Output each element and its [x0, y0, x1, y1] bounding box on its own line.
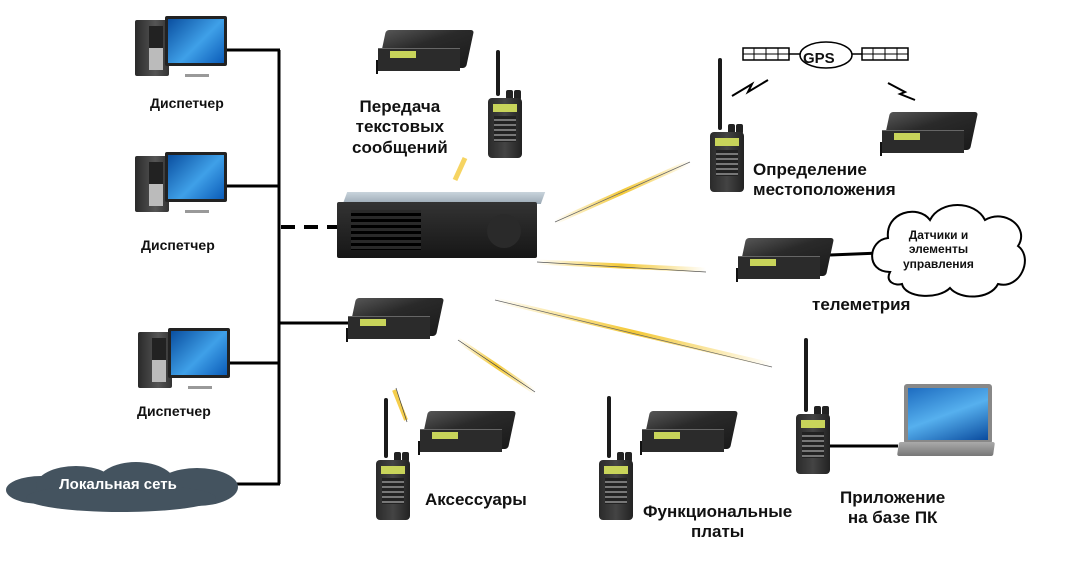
- radio-beam-location: [553, 159, 692, 225]
- radio-beam-pc-app: [494, 297, 773, 368]
- gps-signal-left: [731, 79, 769, 97]
- label-line: Функциональные: [643, 502, 793, 521]
- pc-tower-icon: [138, 332, 172, 388]
- lan-label: Локальная сеть: [59, 476, 177, 493]
- pc-app-portable-radio: [794, 338, 834, 478]
- dispatcher-label-2: Диспетчер: [141, 237, 215, 253]
- accessories-label: Аксессуары: [425, 490, 527, 509]
- sensors-cloud-label: Датчики и элементы управления: [903, 228, 974, 271]
- label-line: Датчики и: [908, 228, 969, 242]
- pc-tower-icon: [135, 156, 169, 212]
- label-line: платы: [690, 522, 745, 542]
- gps-mobile-radio: [880, 106, 979, 156]
- accessories-portable-radio: [374, 398, 414, 520]
- option-boards-portable-radio: [597, 396, 637, 520]
- laptop-screen-icon: [904, 384, 992, 444]
- radio-beam-text: [452, 156, 468, 182]
- label-line: Определение: [753, 160, 867, 179]
- gps-satellite-icon: [742, 41, 909, 69]
- gps-label: GPS: [803, 50, 835, 67]
- option-boards-label: Функциональные платы: [643, 502, 792, 543]
- sensors-cloud-shape: [871, 204, 1026, 298]
- option-boards-mobile-radio: [640, 405, 739, 455]
- pc-application-label: Приложение на базе ПК: [840, 488, 945, 529]
- dispatch-mobile-radio: [346, 292, 445, 342]
- text-messages-label: Передача текстовых сообщений: [352, 97, 448, 158]
- gps-signal-right: [887, 82, 916, 101]
- repeater: [337, 192, 546, 262]
- telemetry-mobile-radio: [736, 232, 835, 282]
- dispatcher-label-1: Диспетчер: [150, 95, 224, 111]
- dispatcher-pc-3: [138, 328, 230, 390]
- gps-portable-radio: [708, 58, 748, 196]
- radio-beam-telemetry: [536, 259, 707, 273]
- accessories-mobile-radio: [418, 405, 517, 455]
- radio-beam-accessories: [392, 387, 408, 423]
- label-line: на базе ПК: [847, 508, 938, 528]
- dispatcher-pc-2: [135, 152, 227, 214]
- label-line: местоположения: [753, 180, 896, 200]
- radio-beam-boards: [456, 337, 537, 395]
- label-line: управления: [903, 256, 974, 271]
- monitor-icon: [165, 16, 227, 66]
- location-label: Определение местоположения: [753, 160, 896, 201]
- label-line: Передача: [359, 97, 441, 116]
- pc-tower-icon: [135, 20, 169, 76]
- monitor-icon: [165, 152, 227, 202]
- motorola-logo-icon: [487, 214, 521, 248]
- laptop: [897, 384, 995, 458]
- label-line: сообщений: [352, 137, 448, 157]
- text-mobile-radio: [376, 24, 475, 74]
- dispatcher-label-3: Диспетчер: [137, 403, 211, 419]
- lan-cloud: [6, 462, 238, 512]
- label-line: элементы: [908, 242, 969, 257]
- label-line: Приложение: [840, 488, 946, 507]
- text-portable-radio: [486, 50, 526, 160]
- telemetry-label: телеметрия: [812, 295, 911, 314]
- label-line: текстовых: [355, 117, 445, 137]
- monitor-icon: [168, 328, 230, 378]
- dispatcher-pc-1: [135, 16, 227, 78]
